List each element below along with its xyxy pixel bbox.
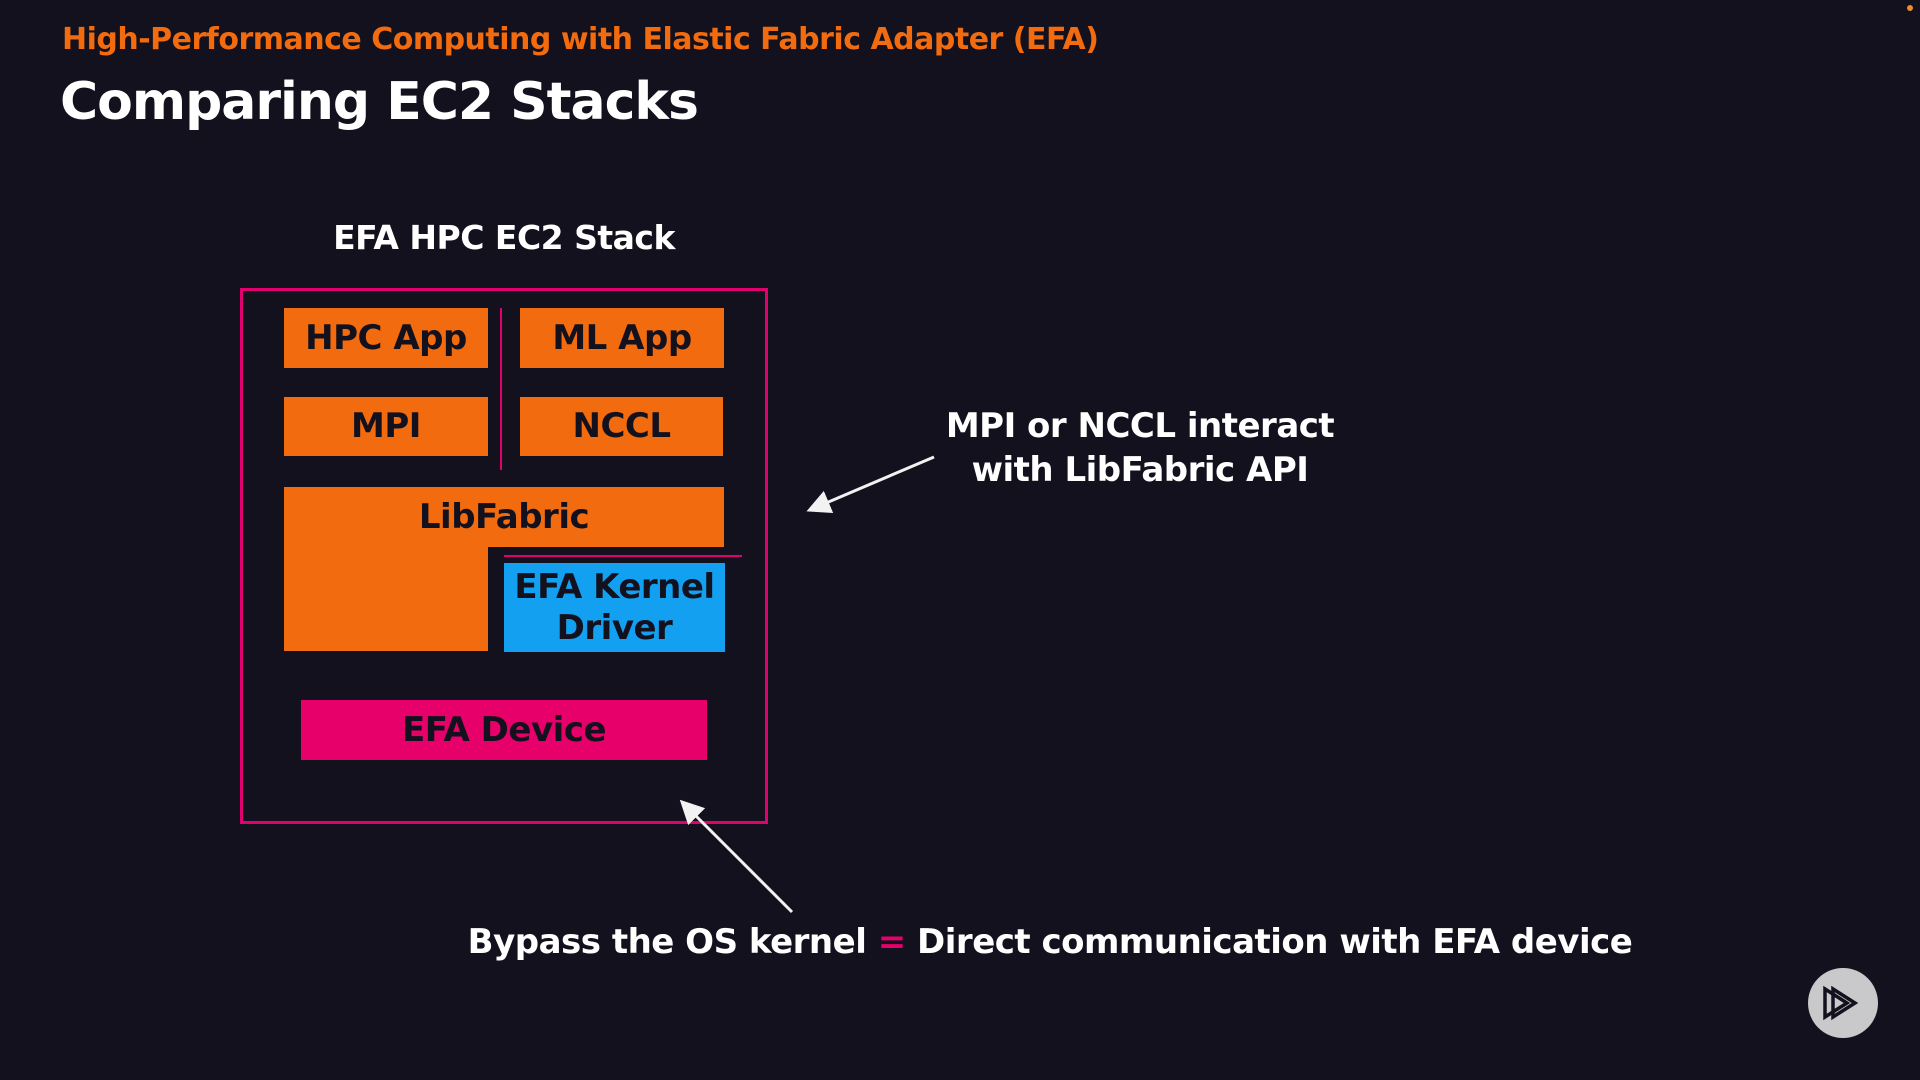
hpc-app-label: HPC App [305, 317, 467, 358]
libfabric-note: MPI or NCCL interact with LibFabric API [940, 404, 1340, 492]
bypass-statement: Bypass the OS kernel = Direct communicat… [420, 922, 1680, 962]
slide-title: Comparing EC2 Stacks [60, 72, 699, 132]
libfabric-note-line1: MPI or NCCL interact [945, 406, 1335, 446]
nccl-label: NCCL [572, 406, 671, 447]
libfabric-arrow [806, 455, 935, 513]
kernel-driver-label-line1: EFA Kernel [514, 566, 715, 607]
bypass-right-text: Direct communication with EFA device [917, 922, 1633, 962]
equals-sign: = [877, 922, 907, 962]
stack-title: EFA HPC EC2 Stack [333, 218, 675, 257]
kernel-boundary-line [504, 555, 742, 557]
hpc-app-block: HPC App [284, 308, 488, 368]
recording-indicator-dot [1907, 5, 1913, 11]
pluralsight-logo[interactable] [1808, 968, 1878, 1038]
libfabric-block: LibFabric [284, 487, 724, 547]
mpi-label: MPI [351, 406, 421, 447]
libfabric-label: LibFabric [418, 496, 590, 537]
libfabric-lower-extension [284, 546, 488, 651]
efa-device-label: EFA Device [401, 709, 607, 750]
libfabric-note-line2: with LibFabric API [971, 450, 1309, 490]
nccl-block: NCCL [520, 397, 723, 456]
ml-app-block: ML App [520, 308, 724, 368]
stack-container [240, 288, 768, 824]
efa-device-block: EFA Device [301, 700, 707, 760]
course-title: High-Performance Computing with Elastic … [62, 22, 1099, 57]
play-icon [1823, 985, 1859, 1021]
efa-kernel-driver-block: EFA Kernel Driver [504, 563, 725, 652]
kernel-driver-label-line2: Driver [556, 607, 673, 648]
mpi-block: MPI [284, 397, 488, 456]
ml-app-label: ML App [552, 317, 692, 358]
bypass-left-text: Bypass the OS kernel [467, 922, 867, 962]
app-divider-line [500, 308, 502, 470]
